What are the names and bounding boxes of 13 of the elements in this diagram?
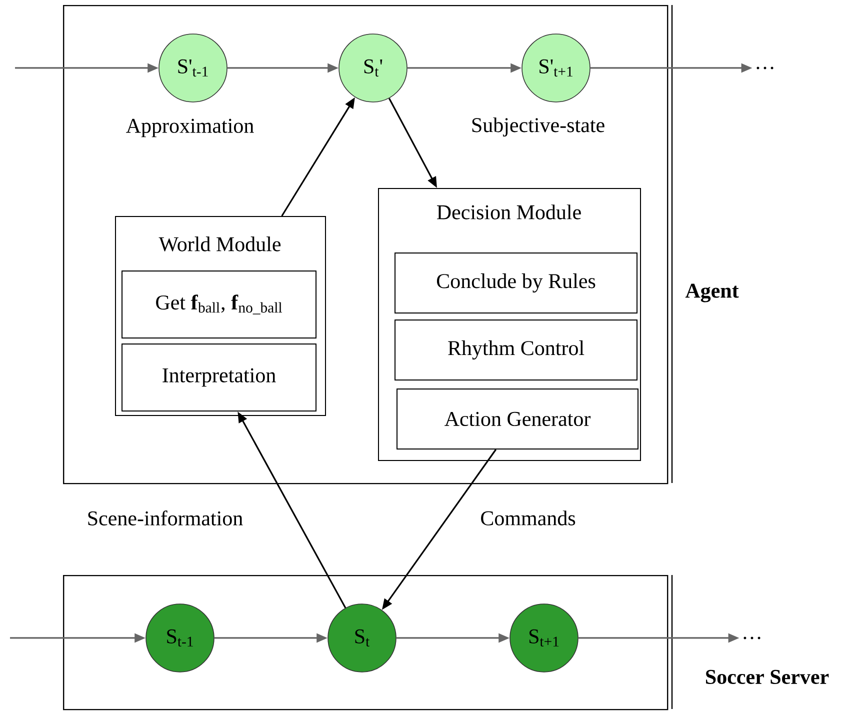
ellipsis-text: … [744,636,760,640]
edge-label: Commands [479,510,577,526]
frame-heading: Soccer Server [706,670,829,684]
process-box: Conclude by Rules [394,252,638,314]
frame-heading: Agent [685,284,739,302]
edge-label: Approximation [124,118,256,138]
process-box: Rhythm Control [394,319,638,380]
edge-label: Scene-information [86,510,244,526]
ellipsis-text: … [756,66,774,70]
process-box: Interpretation [122,343,316,412]
edge-label: Subjective-state [470,116,606,138]
process-box: Get f$_{ball}$, f$_{no_ball}$ [122,270,316,338]
process-box: Action Generator [396,388,638,450]
